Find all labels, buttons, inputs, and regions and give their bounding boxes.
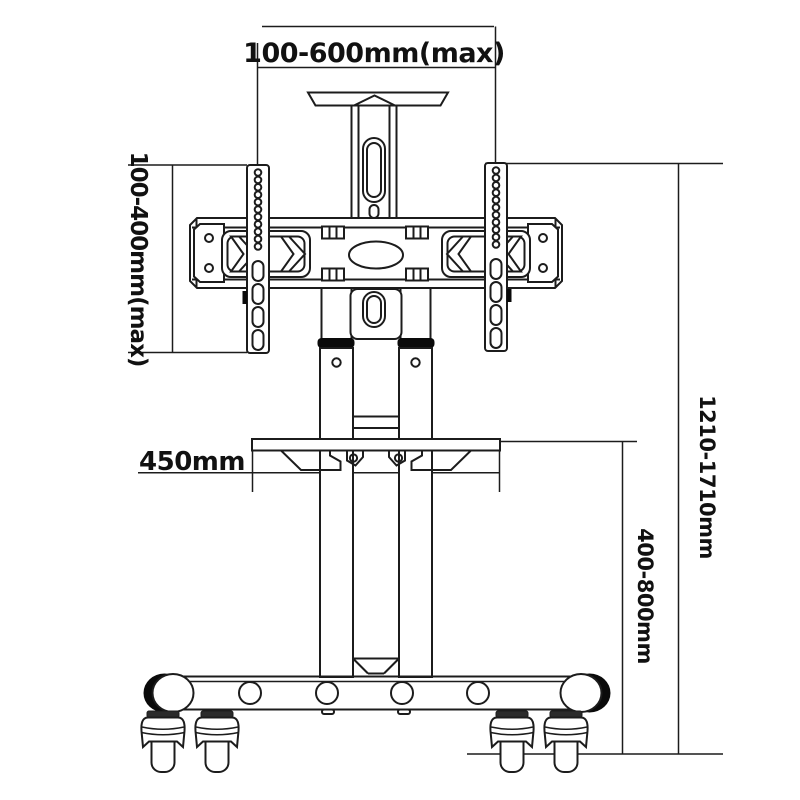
post-cap-left [317, 338, 355, 348]
label-shelf-width: 450mm [139, 447, 245, 477]
middle-shelf [251, 438, 501, 471]
adjustment-slot [362, 137, 386, 203]
bar-end-cap-left [193, 223, 225, 283]
caster-wheel-2 [194, 710, 240, 773]
mounting-clips [321, 225, 429, 282]
caster-wheel-3 [489, 710, 535, 773]
mounting-strip-left [242, 164, 270, 354]
annotation-shelf-height: 400-800mm [500, 440, 657, 754]
tv-mount-top-bracket [306, 91, 450, 219]
label-bracket-height: 100-400mm(max) [125, 152, 151, 367]
annotation-overall-height: 1210-1710mm [485, 162, 723, 754]
support-columns [317, 287, 435, 678]
label-shelf-height: 400-800mm [633, 528, 657, 664]
caster-wheel-4 [543, 710, 589, 773]
mounting-strip-right [484, 162, 512, 352]
post-cap-right [397, 338, 435, 348]
label-top-width: 100-600mm(max) [243, 38, 505, 69]
bar-end-cap-right [527, 223, 559, 283]
label-overall-height: 1210-1710mm [695, 395, 719, 559]
annotation-bracket-height: 100-400mm(max) [125, 152, 247, 367]
post-left [319, 347, 354, 678]
base-bar [143, 673, 611, 715]
post-right [398, 347, 433, 678]
center-oval-cutout [348, 240, 404, 270]
caster-wheel-1 [140, 710, 186, 773]
annotation-top-width: 100-600mm(max) [243, 25, 505, 164]
